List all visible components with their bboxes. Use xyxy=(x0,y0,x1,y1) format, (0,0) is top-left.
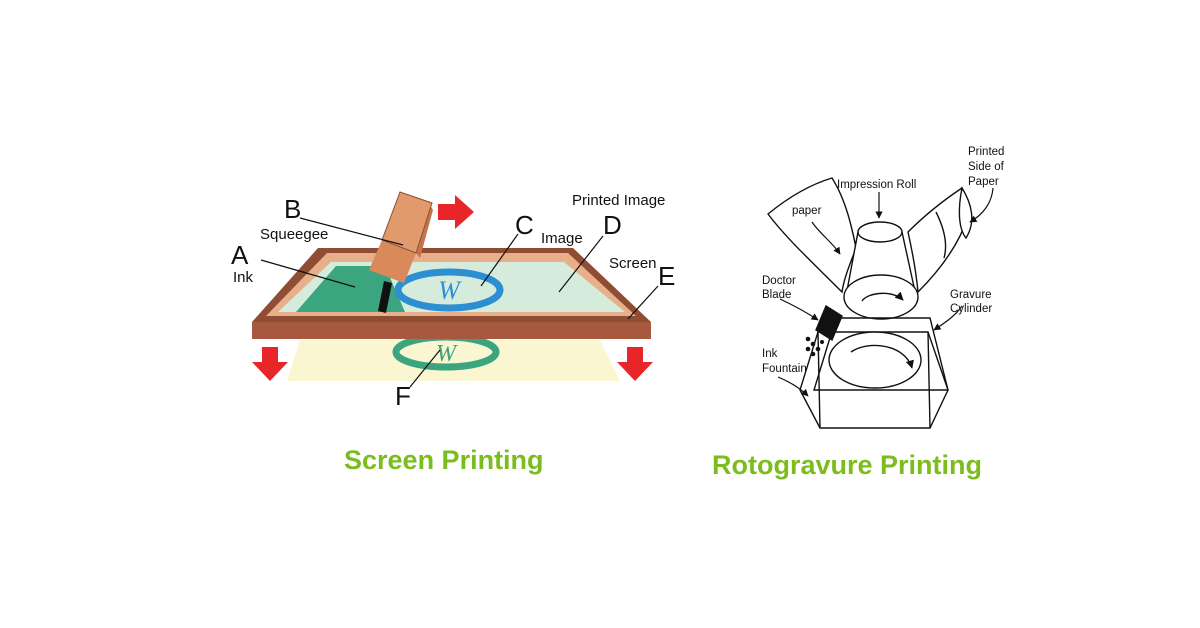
trough-edge-2 xyxy=(927,331,931,429)
label-screen: Screen xyxy=(609,255,657,272)
paper-right-fold xyxy=(935,211,947,259)
label-printed-side-3: Paper xyxy=(968,176,999,188)
leader-b xyxy=(299,217,404,246)
leader-d xyxy=(558,235,604,293)
down-arrow-right-icon xyxy=(617,347,653,381)
letter-a: A xyxy=(231,240,249,270)
label-doctor-blade-1: Doctor xyxy=(762,275,796,287)
ink-area xyxy=(296,266,405,312)
screen-image-glyph: W xyxy=(438,276,462,305)
gravure-cylinder-body xyxy=(813,317,949,391)
leader-c xyxy=(480,233,519,287)
label-doctor-blade-2: Blade xyxy=(762,289,791,301)
label-printed-image: Printed Image xyxy=(572,192,665,209)
impression-roll-top xyxy=(857,221,903,243)
right-arrow-icon xyxy=(438,195,474,229)
label-ink-fountain-2: Fountain xyxy=(762,363,807,375)
letter-b: B xyxy=(284,194,301,224)
letter-c: C xyxy=(515,210,534,240)
doctor-blade xyxy=(815,304,843,342)
gravure-cylinder-rotation-icon xyxy=(850,344,914,369)
squeegee-blade xyxy=(378,281,392,313)
screen-image-ring xyxy=(394,268,504,312)
paper-right-curl xyxy=(958,186,973,240)
screen-printing-caption: Screen Printing xyxy=(344,445,544,475)
letter-f: F xyxy=(395,381,411,411)
ink-drops-icon xyxy=(805,336,824,357)
label-ink-fountain-1: Ink xyxy=(762,348,778,360)
label-ink: Ink xyxy=(233,269,254,286)
squeegee-side xyxy=(416,205,433,258)
label-printed-side-2: Side of xyxy=(968,161,1005,173)
letter-e: E xyxy=(658,261,675,291)
label-squeegee: Squeegee xyxy=(260,226,328,243)
label-gravure-cylinder-1: Gravure xyxy=(950,289,992,301)
gravure-cylinder-end xyxy=(828,331,922,389)
paper-right-sheet xyxy=(907,187,968,294)
label-printed-side-1: Printed xyxy=(968,146,1004,158)
label-image: Image xyxy=(541,230,583,247)
printed-logo-glyph: W xyxy=(436,341,458,367)
squeegee-front xyxy=(369,240,416,283)
arrow-doctor-blade xyxy=(779,298,819,321)
squeegee-body xyxy=(381,191,433,254)
impression-roll-rotation-icon xyxy=(861,291,904,302)
impression-roll-end xyxy=(843,274,919,320)
leader-f xyxy=(409,349,441,388)
letter-d: D xyxy=(603,210,622,240)
rotogravure-leaders xyxy=(777,187,994,397)
label-gravure-cylinder-2: Cylinder xyxy=(950,303,992,315)
screen-frame-front xyxy=(252,322,651,339)
down-arrow-left-icon xyxy=(252,347,288,381)
rotogravure-diagram xyxy=(767,177,973,429)
arrow-gravure-cylinder xyxy=(933,305,963,331)
label-impression-roll: Impression Roll xyxy=(837,179,916,191)
arrow-ink-fountain xyxy=(777,376,809,397)
rotogravure-labels: Impression Roll Printed Side of Paper pa… xyxy=(762,146,1005,375)
screen-printing-diagram: W W A B C D E F Ink xyxy=(231,191,675,411)
rotogravure-printing-caption: Rotogravure Printing xyxy=(712,450,983,480)
arrow-paper xyxy=(811,221,841,255)
label-paper: paper xyxy=(792,205,822,217)
printed-paper xyxy=(287,340,620,381)
leader-e xyxy=(627,285,659,320)
arrow-printed-side xyxy=(969,187,994,223)
leader-a xyxy=(260,259,356,288)
